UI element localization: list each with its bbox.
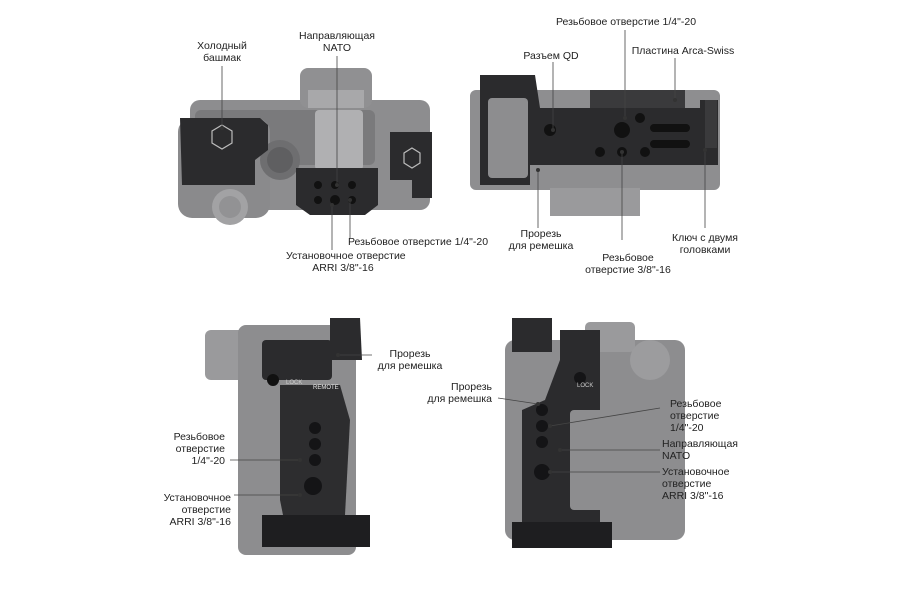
- right-side-illustration: [497, 318, 685, 548]
- remote-text: REMOTE: [313, 385, 339, 391]
- bottom-view-illustration: [470, 30, 720, 240]
- top-view-illustration: [178, 56, 432, 250]
- lock-text-right: LOCK: [577, 383, 594, 389]
- arca-plate-label: Пластина Arca-Swiss: [631, 45, 735, 57]
- bottom-view-panel: Резьбовое отверстие 1/4"-20 Разъем QD Пл…: [450, 0, 900, 300]
- qd-socket-label: Разъем QD: [523, 50, 579, 62]
- grip-side-illustration: [205, 318, 372, 555]
- thread-14-top-label: Резьбовое отверстие 1/4"-20: [555, 16, 697, 28]
- lock-text: LOCK: [286, 380, 303, 386]
- thread-14-label: Резьбовое отверстие 1/4"-20: [348, 236, 489, 248]
